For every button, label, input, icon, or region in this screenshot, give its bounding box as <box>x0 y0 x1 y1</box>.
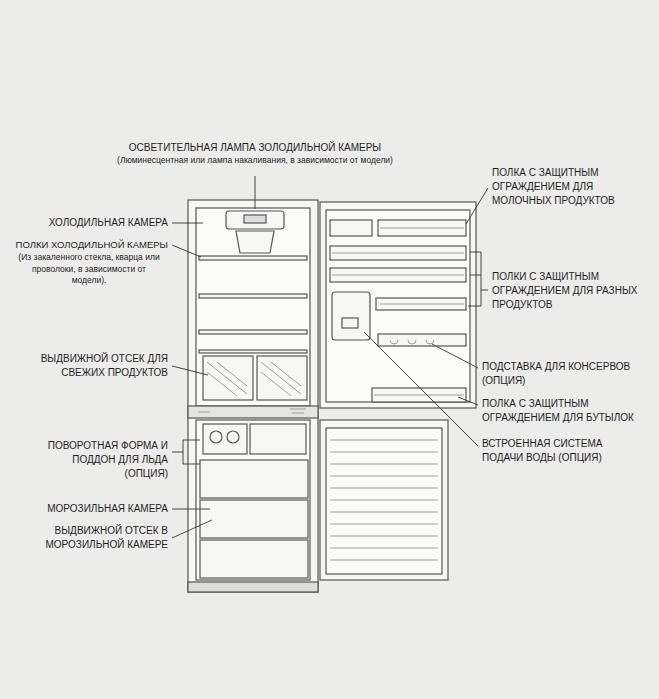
part-label: ПОДСТАВКА ДЛЯ КОНСЕРВОВ (ОПЦИЯ) <box>482 360 654 388</box>
part-label: МОРОЗИЛЬНАЯ КАМЕРА <box>8 502 168 516</box>
part-label: ОСВЕТИТЕЛЬНАЯ ЛАМПА ЗОЛОДИЛЬНОЙ КАМЕРЫ <box>85 141 425 155</box>
part-label: ПОВОРОТНАЯ ФОРМА И ПОДДОН ДЛЯ ЛЬДА (ОПЦИ… <box>28 439 168 480</box>
note: (Из закаленного стекла, кварца или прово… <box>14 252 164 287</box>
part-label: ПОЛКА С ЗАЩИТНЫМ ОГРАЖДЕНИЕМ ДЛЯ БУТЫЛОК <box>482 397 654 425</box>
part-label: ВСТРОЕННАЯ СИСТЕМА ПОДАЧИ ВОДЫ (ОПЦИЯ) <box>482 437 632 465</box>
part-label: ВЫДВИЖНОЙ ОТСЕК В МОРОЗИЛЬНОЙ КАМЕРЕ <box>30 524 168 552</box>
part-label: ПОЛКИ ХОЛОДИЛЬНОЙ КАМЕРЫ <box>2 238 168 251</box>
part-label: ВЫДВИЖНОЙ ОТСЕК ДЛЯ СВЕЖИХ ПРОДУКТОВ <box>40 352 168 380</box>
part-label: ПОЛКИ С ЗАЩИТНЫМ ОГРАЖДЕНИЕМ ДЛЯ РАЗНЫХ … <box>492 270 654 311</box>
note: (Люминесцентная или лампа накаливания, в… <box>60 155 450 167</box>
part-label: ПОЛКА С ЗАЩИТНЫМ ОГРАЖДЕНИЕМ ДЛЯ МОЛОЧНЫ… <box>492 166 634 207</box>
part-label: ХОЛОДИЛЬНАЯ КАМЕРА <box>8 216 168 230</box>
